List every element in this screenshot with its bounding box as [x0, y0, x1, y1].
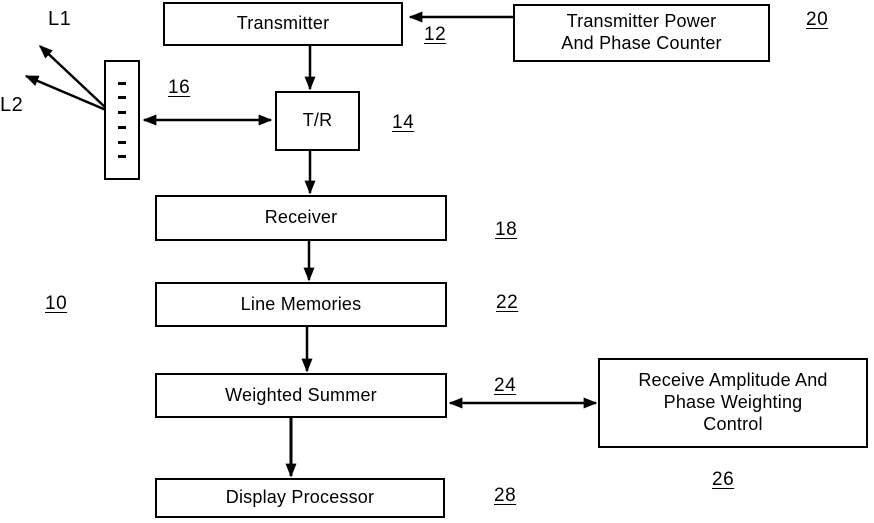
receive-weighting-control-box: Receive Amplitude And Phase Weighting Co…: [598, 358, 868, 448]
weighting-label-line1: Receive Amplitude And: [638, 370, 828, 391]
line-memories-label: Line Memories: [240, 293, 362, 314]
ref-20-counter: 20: [806, 9, 829, 30]
transmitter-box: Transmitter: [163, 2, 403, 46]
weighting-label-line3: Control: [703, 413, 763, 434]
tr-switch-box: T/R: [275, 91, 360, 151]
transducer-element-dash: [118, 96, 126, 100]
weighted-summer-box: Weighted Summer: [155, 373, 447, 418]
ref-26-weighting-control: 26: [712, 469, 735, 490]
transmitter-power-phase-counter-box: Transmitter Power And Phase Counter: [513, 4, 770, 62]
transducer-element-dash: [118, 140, 126, 144]
ref-16-transducer: 16: [168, 77, 191, 98]
beam-l2-arrow: [24, 74, 107, 112]
receiver-label: Receiver: [264, 207, 338, 228]
transmitter-label: Transmitter: [236, 13, 330, 34]
ref-24-weighted-summer: 24: [494, 375, 517, 396]
beam-l1-label: L1: [48, 8, 72, 30]
transducer-element-dash: [118, 125, 126, 129]
display-processor-box: Display Processor: [155, 478, 445, 518]
beam-l1-arrow: [38, 45, 107, 109]
transducer-element-dash: [118, 81, 126, 85]
receiver-box: Receiver: [155, 195, 447, 241]
ref-18-receiver: 18: [495, 219, 518, 240]
ref-12-transmitter: 12: [424, 24, 447, 45]
transducer-array: [104, 60, 140, 180]
counter-label-line1: Transmitter Power: [566, 11, 717, 32]
ref-14-tr-switch: 14: [392, 112, 415, 133]
beam-l2-label: L2: [0, 94, 24, 116]
ref-22-line-memories: 22: [496, 292, 519, 313]
transducer-element-dash: [118, 111, 126, 115]
weighted-summer-label: Weighted Summer: [225, 384, 377, 405]
ref-10-system: 10: [45, 293, 68, 314]
ref-28-display-processor: 28: [494, 485, 517, 506]
transducer-element-dash: [118, 155, 126, 159]
tr-switch-label: T/R: [302, 110, 333, 131]
display-processor-label: Display Processor: [225, 487, 375, 508]
line-memories-box: Line Memories: [155, 282, 447, 327]
weighting-label-line2: Phase Weighting: [663, 392, 803, 413]
counter-label-line2: And Phase Counter: [561, 33, 722, 53]
